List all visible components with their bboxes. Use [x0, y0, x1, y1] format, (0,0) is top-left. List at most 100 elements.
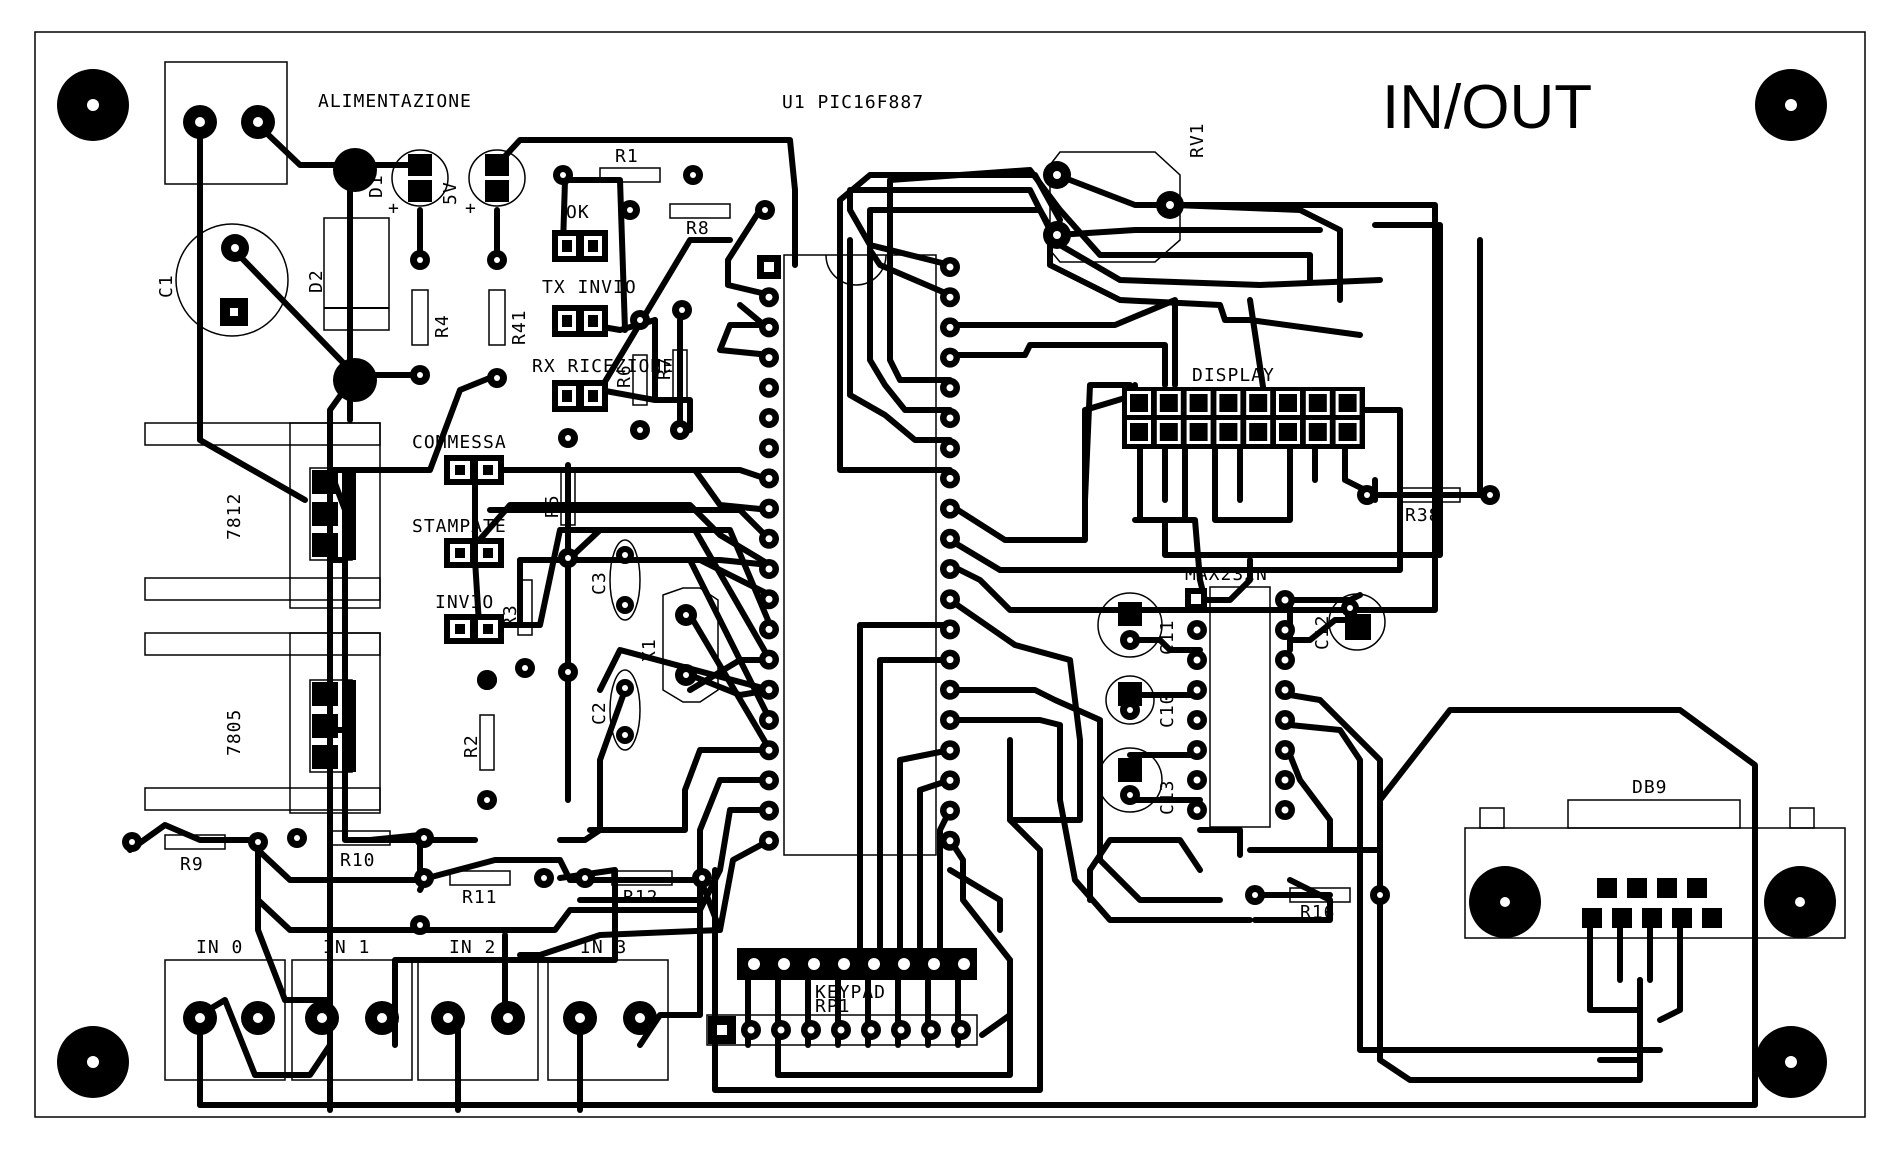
- label-stampate: STAMPATE: [412, 516, 507, 537]
- label-c13: C13: [1157, 779, 1178, 815]
- resistor-r1: [599, 167, 661, 183]
- capacitor-c10: [1105, 675, 1155, 725]
- max232-pin-right-6-hole: [1281, 746, 1289, 754]
- display-pin-pad: [1279, 394, 1297, 412]
- keypad-pin-hole: [808, 958, 820, 970]
- mcu-pin-left-8-hole: [765, 474, 773, 482]
- mcu-pin-right-19-hole: [946, 807, 954, 815]
- capacitor-c1: [175, 223, 289, 337]
- mcu-pin-left-19-hole: [765, 807, 773, 815]
- mcu-u1: [783, 254, 937, 856]
- display-pin-pad: [1130, 394, 1148, 412]
- resistor-r4: [411, 289, 429, 346]
- label-keypad: KEYPAD: [815, 982, 886, 1003]
- db9-pin-bottom-5: [1702, 908, 1722, 928]
- crystal-x1: [662, 587, 719, 703]
- label-invio: INVIO: [435, 592, 494, 613]
- label-r10: R10: [340, 850, 376, 871]
- label-c3: C3: [589, 571, 610, 595]
- display-pin-pad: [1279, 423, 1297, 441]
- label-r9: R9: [180, 854, 204, 875]
- svg-text:+: +: [388, 198, 400, 219]
- capacitor-c2: [609, 669, 641, 751]
- max232-pin-right-1-hole: [1281, 596, 1289, 604]
- label-5v: 5V: [440, 181, 461, 205]
- display-pin-pad: [1159, 394, 1178, 412]
- label-r7: R7: [654, 356, 675, 380]
- label-in1: IN 1: [323, 937, 370, 958]
- rp1-pin-9-hole: [957, 1026, 965, 1034]
- mcu-pin-right-13-hole: [946, 625, 954, 633]
- rp1-pin-3-hole: [777, 1026, 785, 1034]
- max232-pin-right-3-hole: [1281, 656, 1289, 664]
- resistor-r41: [488, 289, 506, 346]
- mcu-pin-right-12-hole: [946, 595, 954, 603]
- mcu-pin-right-2-hole: [946, 293, 954, 301]
- label-tx: TX INVIO: [542, 277, 637, 298]
- max232-pin-right-5-hole: [1281, 716, 1289, 724]
- mcu-pin-right-10-hole: [946, 535, 954, 543]
- mcu-pin-left-4-hole: [765, 354, 773, 362]
- rp1-header: [706, 1014, 978, 1046]
- mcu-pin-right-3-hole: [946, 323, 954, 331]
- label-r11: R11: [462, 887, 498, 908]
- copper-traces: [127, 122, 1758, 1113]
- power-connector: [164, 61, 288, 185]
- label-r16: R16: [1300, 902, 1336, 923]
- mcu-pin-left-5-hole: [765, 384, 773, 392]
- display-pin-pad: [1219, 423, 1238, 441]
- mcu-pin-right-15-hole: [946, 686, 954, 694]
- power-label: ALIMENTAZIONE: [318, 91, 472, 112]
- label-c10: C10: [1157, 692, 1178, 728]
- label-c11: C11: [1157, 619, 1178, 655]
- mcu-pin-right-1-hole: [946, 263, 954, 271]
- label-r3: R3: [500, 604, 521, 628]
- keypad-pin-hole: [868, 958, 880, 970]
- mcu-pin-right-5-hole: [946, 384, 954, 392]
- display-pin-pad: [1308, 394, 1327, 412]
- display-pin-pad: [1159, 423, 1178, 441]
- label-7805: 7805: [224, 709, 245, 756]
- label-r38: R38: [1405, 505, 1441, 526]
- resistor-r9: [164, 834, 226, 850]
- connector-in3: [547, 959, 669, 1081]
- max232-pin-right-7-hole: [1281, 776, 1289, 784]
- board-title: IN/OUT: [1382, 73, 1592, 142]
- mcu-pin-left-17-hole: [765, 746, 773, 754]
- label-7812: 7812: [224, 493, 245, 540]
- db9-pin-bottom-2: [1612, 908, 1632, 928]
- label-r4: R4: [432, 314, 453, 338]
- max232-pin-left-3-hole: [1193, 656, 1201, 664]
- label-x1: X1: [639, 638, 660, 662]
- keypad-pin-hole: [748, 958, 760, 970]
- resistor-r10: [329, 830, 391, 846]
- connector-in2: [417, 959, 539, 1081]
- display-pin-pad: [1338, 394, 1357, 412]
- connector-in1: [291, 959, 413, 1081]
- mcu-pin-left-7-hole: [765, 444, 773, 452]
- keypad-pins: [741, 952, 976, 1040]
- display-pin-pad: [1189, 423, 1208, 441]
- rp1-pin-8-hole: [927, 1026, 935, 1034]
- mcu-pin-left-16-hole: [765, 716, 773, 724]
- resistor-r38: [1399, 487, 1461, 503]
- components-max232: R38 MAX232N C11 C10 C13 C12 R16 DB9: [1097, 485, 1846, 939]
- mcu-pin-left-6-hole: [765, 414, 773, 422]
- label-r5: R5: [542, 494, 563, 518]
- label-d1: D1: [366, 174, 387, 198]
- db9-pin-top-2: [1627, 878, 1647, 898]
- label-r2: R2: [461, 734, 482, 758]
- svg-text:+: +: [465, 198, 477, 219]
- keypad-pin-hole: [958, 958, 970, 970]
- mounting-holes: [57, 69, 1827, 1098]
- mcu-pin-left-2-hole: [765, 293, 773, 301]
- label-max232: MAX232N: [1185, 564, 1268, 585]
- label-rv1: RV1: [1187, 122, 1208, 158]
- mcu-pin-right-17-hole: [946, 746, 954, 754]
- board-outline: [34, 31, 1866, 1118]
- rp1-pin-6-hole: [867, 1026, 875, 1034]
- mcu-pin-right-8-hole: [946, 474, 954, 482]
- potentiometer-rv1: [1049, 151, 1181, 263]
- label-r6: R6: [614, 364, 635, 388]
- mcu-pin-right-7-hole: [946, 444, 954, 452]
